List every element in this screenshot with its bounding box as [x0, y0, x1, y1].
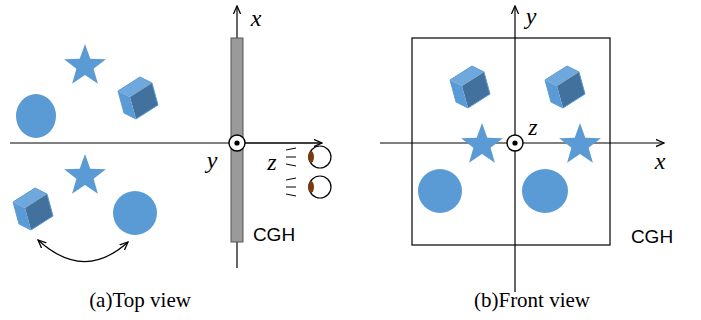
- cube-object: [450, 66, 490, 108]
- z-axis-dot: [512, 140, 517, 145]
- axis-letter: x: [655, 149, 666, 173]
- panel-caption: (a)Top view: [89, 290, 191, 311]
- viewer-eyes: [286, 146, 331, 198]
- star-object: [64, 154, 106, 194]
- cgh-label: CGH: [253, 225, 295, 244]
- axis-letter: y: [526, 4, 537, 28]
- sphere-object: [16, 94, 56, 138]
- y-axis-symbol: [229, 135, 245, 151]
- cgh-label: CGH: [631, 227, 673, 246]
- z-axis-arrow: [237, 142, 322, 143]
- front-view: [380, 6, 664, 292]
- cube-object: [545, 66, 585, 108]
- axis-letter: y: [207, 148, 218, 172]
- cube-object: [13, 188, 53, 230]
- axis-letter: x: [251, 6, 262, 30]
- sphere-object: [418, 169, 462, 213]
- axis-letter: z: [528, 115, 537, 139]
- swap-arrow: [38, 240, 128, 262]
- z-axis-symbol: [507, 135, 523, 151]
- axis-letter: z: [267, 150, 276, 174]
- star-object: [559, 123, 601, 163]
- star-object: [461, 123, 503, 163]
- sphere-object: [113, 191, 157, 235]
- y-axis-dot: [234, 140, 239, 145]
- z-axis: [10, 142, 322, 143]
- panel-caption: (b)Front view: [474, 290, 590, 311]
- sphere-object: [522, 169, 568, 213]
- star-object: [64, 44, 106, 84]
- cgh-frame: [412, 38, 610, 245]
- cube-object: [118, 77, 158, 119]
- top-view: [10, 6, 331, 268]
